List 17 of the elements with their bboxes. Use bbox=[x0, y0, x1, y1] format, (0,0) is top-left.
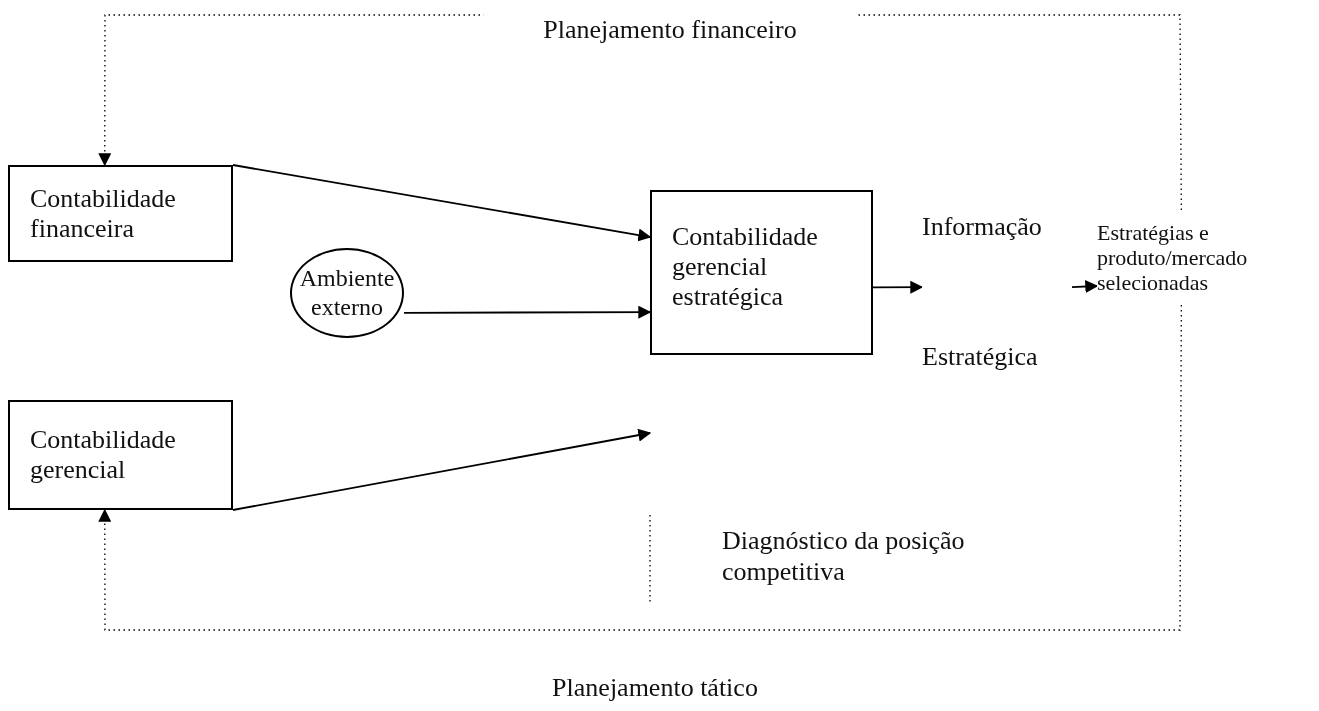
node-text: Contabilidade financeira bbox=[30, 183, 177, 244]
note-text: Diagnóstico da posição competitiva bbox=[722, 525, 966, 588]
node-text: Contabilidade gerencial estratégica bbox=[672, 222, 819, 312]
node-text: Ambiente externo bbox=[298, 264, 396, 322]
dotted-arrow bbox=[98, 304, 1182, 631]
node-text: Estratégias e produto/mercado selecionadas bbox=[1097, 219, 1249, 296]
arrow bbox=[232, 164, 652, 242]
arrow bbox=[232, 428, 652, 511]
arrow bbox=[1071, 280, 1099, 294]
process-box bbox=[650, 190, 873, 355]
process-box bbox=[8, 400, 233, 510]
node-text: Estratégica bbox=[922, 342, 1039, 372]
arrow bbox=[872, 280, 924, 294]
node-text: Contabilidade gerencial bbox=[30, 425, 177, 485]
node-text: Informação bbox=[922, 212, 1043, 242]
arrow bbox=[403, 305, 652, 319]
process-box bbox=[8, 165, 233, 262]
